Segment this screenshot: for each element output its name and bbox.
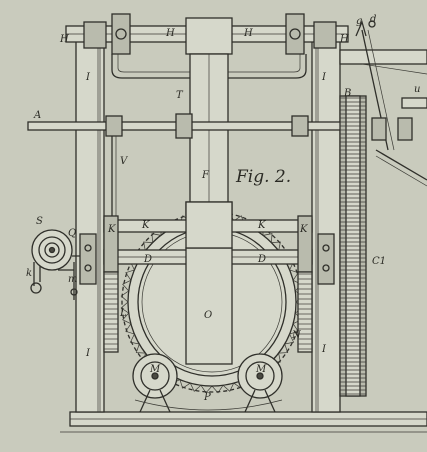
- label-F: F: [201, 170, 210, 181]
- right-frame-post: [311, 39, 341, 413]
- label-K-beam-right: K: [257, 220, 266, 231]
- label-T: T: [176, 90, 184, 101]
- label-L: L: [119, 308, 127, 319]
- right-rack: [297, 271, 313, 353]
- label-C1: C1: [372, 256, 386, 267]
- label-u: u: [414, 84, 420, 95]
- label-I-left-bottom: I: [85, 348, 91, 359]
- sash-clamp: [185, 201, 233, 249]
- left-bearing-block: [79, 233, 97, 285]
- label-V: V: [120, 156, 129, 167]
- label-d: d: [370, 14, 376, 25]
- label-k: k: [26, 268, 32, 279]
- spring-drum: [30, 229, 80, 300]
- connecting-rod: [111, 136, 117, 222]
- label-B: B: [343, 88, 351, 99]
- label-A: A: [33, 110, 41, 121]
- label-g: g: [356, 16, 362, 27]
- label-Q: Q: [68, 228, 76, 239]
- label-D-left: D: [143, 254, 152, 265]
- figure-title: Fig. 2.: [235, 167, 291, 187]
- label-P: P: [203, 392, 211, 403]
- base-plank: [60, 411, 427, 433]
- cog-wheel: [339, 95, 367, 397]
- label-H-right: H: [339, 34, 349, 45]
- label-O: O: [204, 310, 212, 321]
- label-M-right: M: [255, 364, 267, 375]
- pulley-stand: [134, 389, 283, 413]
- pulley-left: [132, 353, 178, 399]
- label-K-beam-left: K: [141, 220, 150, 231]
- label-K-left: K: [107, 224, 116, 235]
- label-H-left: H: [59, 34, 69, 45]
- label-K-right: K: [299, 224, 308, 235]
- axle-shaft: [27, 113, 349, 139]
- label-N: N: [291, 330, 302, 341]
- label-S: S: [36, 216, 43, 227]
- label-H-beam-left: H: [165, 28, 175, 39]
- label-m: m: [68, 274, 77, 285]
- left-frame-post: [75, 39, 105, 413]
- label-I-right-bottom: I: [321, 344, 327, 355]
- label-D-right: D: [257, 254, 266, 265]
- label-I-right-top: I: [321, 72, 327, 83]
- label-H-beam-right: H: [243, 28, 253, 39]
- pulley-right: [237, 353, 283, 399]
- lever-assembly: [339, 20, 427, 187]
- label-I-left-top: I: [85, 72, 91, 83]
- sash-lower-block: [185, 247, 233, 365]
- left-rack: [103, 271, 119, 353]
- label-M-left: M: [149, 364, 161, 375]
- right-bearing-block: [317, 233, 335, 285]
